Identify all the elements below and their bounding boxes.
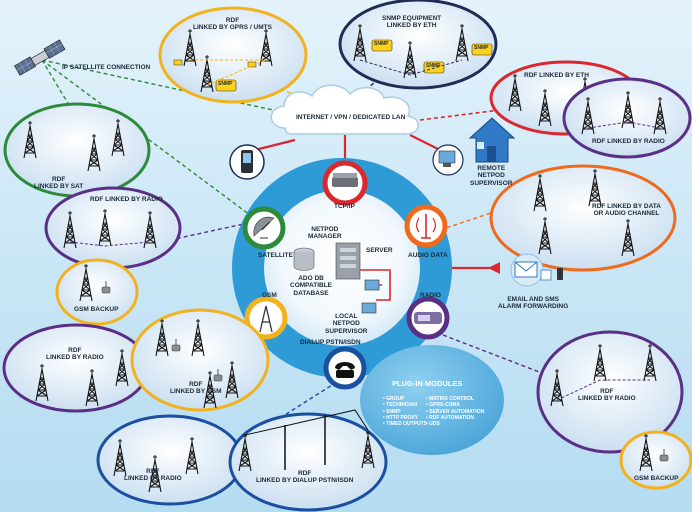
node-radio[interactable] — [406, 296, 450, 340]
label-ado-db: ADO DB COMPATIBLE DATABASE — [290, 275, 333, 297]
label-rdf-data-audio: RDF LINKED BY DATA OR AUDIO CHANNEL — [592, 203, 661, 218]
node-satellite[interactable] — [242, 206, 286, 250]
label-gsm-backup-left: GSM BACKUP — [74, 306, 119, 313]
radio-icon — [414, 312, 442, 324]
phone-icon — [335, 362, 355, 378]
label-server: SERVER — [366, 247, 393, 254]
module-item: • TIMED OUTPUTS — [383, 421, 427, 427]
plugin-modules-col1: • GROUP • TECHNICIAN • SNMP • HTTP PROXY… — [383, 396, 427, 427]
module-item: • SNMP — [383, 408, 401, 415]
label-rdf-gprs: RDF LINKED BY GPRS / UMTS — [193, 17, 272, 32]
rdf-gprs-group — [158, 6, 308, 104]
rdf-radio-bottom-group — [96, 414, 244, 506]
email-icon — [510, 253, 563, 287]
label-rdf-radio-left: RDF LINKED BY RADIO — [90, 196, 163, 203]
mobile-phone-icon — [229, 144, 265, 180]
rdf-dialup-group — [228, 409, 388, 512]
module-item: • GROUP — [383, 396, 405, 402]
label-rdf-radio-br: RDF LINKED BY RADIO — [578, 388, 636, 403]
gsm-backup-right-group — [619, 430, 692, 490]
label-gsm-backup-right: GSM BACKUP — [634, 475, 679, 482]
label-dialup: DIALUP PSTN/ISDN — [300, 339, 361, 346]
module-item: • MATRIX CONTROL — [426, 396, 475, 402]
computer-icon — [432, 144, 464, 176]
house-icon — [468, 117, 516, 163]
label-satellite: SATELLITE — [258, 252, 293, 259]
label-rdf-radio-right: RDF LINKED BY RADIO — [592, 138, 665, 145]
module-item: • TECHNICIAN — [383, 402, 417, 409]
node-audio-data[interactable] — [404, 204, 448, 248]
module-item: • GPRS-CDMA — [426, 402, 460, 409]
plugin-modules-col2: • MATRIX CONTROL • GPRS-CDMA • SERVER AU… — [426, 396, 484, 427]
module-item: • HTTP PROXY — [383, 414, 418, 421]
snmp-box — [215, 79, 237, 92]
cloud-icon — [270, 84, 419, 135]
plugin-modules-bubble — [360, 345, 504, 455]
label-rdf-radio-low: RDF LINKED BY RADIO — [46, 347, 104, 362]
snmp-tag: SNMP — [474, 45, 489, 51]
label-rdf-dialup: RDF LINKED BY DIALUP PSTN/ISDN — [256, 470, 354, 485]
snmp-tag: SNMP — [218, 81, 233, 87]
database-icon — [293, 247, 315, 271]
node-tcpip[interactable] — [322, 160, 368, 206]
label-rdf-gsm: RDF LINKED BY GSM — [170, 381, 222, 396]
rdf-data-audio-group — [489, 164, 677, 272]
satellite-icon — [14, 39, 66, 76]
label-radio: RADIO — [420, 292, 441, 299]
label-audio-data: AUDIO DATA — [408, 252, 448, 259]
snmp-eth-group — [338, 0, 498, 90]
rdf-radio-left-group — [44, 186, 182, 270]
label-internet: INTERNET / VPN / DEDICATED LAN — [296, 114, 406, 121]
node-dialup[interactable] — [323, 346, 367, 390]
module-item: • RDF AUTOMATION — [426, 414, 475, 421]
label-rdf-radio-bottom: RDF LINKED BY RADIO — [124, 468, 182, 483]
label-rdf-sat: RDF LINKED BY SAT — [34, 176, 84, 191]
label-gsm: GSM — [262, 292, 277, 299]
label-local-netpod: LOCAL NETPOD SUPERVISOR — [325, 313, 368, 335]
module-item: • SERVER AUTOMATION — [426, 408, 485, 415]
label-ip-satellite: IP SATELLITE CONNECTION — [62, 64, 151, 71]
module-item: • UDS — [426, 421, 440, 427]
label-rdf-eth: RDF LINKED BY ETH — [524, 72, 589, 79]
plugin-modules-title: PLUG-IN MODULES — [392, 379, 463, 388]
label-snmp-eth: SNMP EQUIPMENT LINKED BY ETH — [382, 15, 442, 30]
label-remote-netpod: REMOTE NETPOD SUPERVISOR — [470, 165, 513, 187]
antenna-icon — [416, 214, 436, 239]
gsm-backup-left-group — [55, 258, 139, 326]
dish-icon — [253, 216, 275, 239]
label-tcpip: TCP/IP — [334, 203, 355, 210]
label-netpod-manager: NETPOD MANAGER — [308, 226, 342, 241]
label-email-sms: EMAIL AND SMS ALARM FORWARDING — [498, 296, 569, 311]
rdf-gsm-group — [130, 308, 270, 412]
snmp-tag: SNMP — [374, 41, 389, 47]
rdf-eth-group — [489, 60, 692, 159]
router-icon — [332, 173, 358, 187]
rdf-radio-br-group — [536, 330, 684, 454]
snmp-tag: SNMP — [426, 63, 441, 69]
rdf-radio-low-group — [2, 323, 150, 413]
node-gsm[interactable] — [244, 296, 288, 340]
tower-icon — [259, 305, 273, 333]
server-icon — [335, 242, 361, 280]
